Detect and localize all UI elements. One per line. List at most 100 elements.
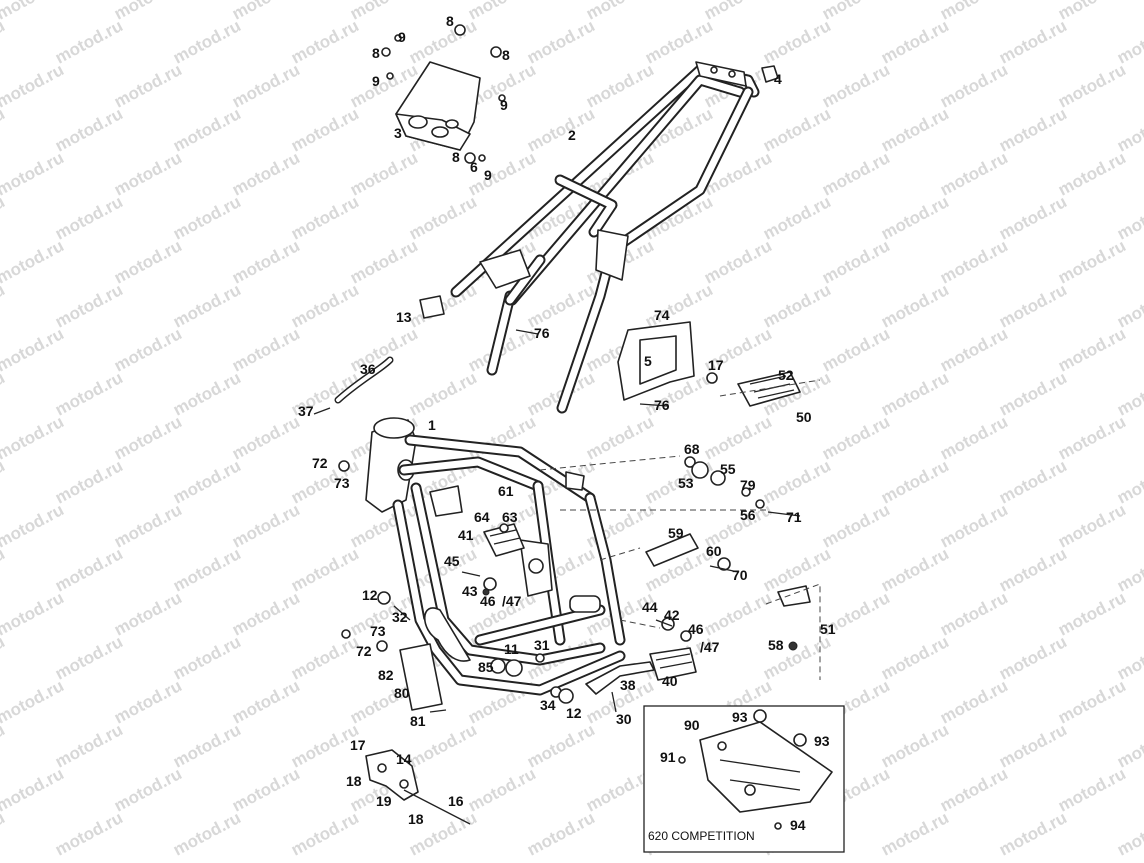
callout-c37: 37 xyxy=(298,403,314,419)
callout-c81: 81 xyxy=(410,713,426,729)
watermark-text: motod.ru xyxy=(937,412,1011,463)
watermark-text: motod.ru xyxy=(937,852,1011,858)
watermark-text: motod.ru xyxy=(111,852,185,858)
callout-c6: 6 xyxy=(470,159,478,175)
callout-c93b: 93 xyxy=(814,733,830,749)
watermark-text: motod.ru xyxy=(878,192,952,243)
heel-guard-bracket xyxy=(617,321,695,401)
watermark-text: motod.ru xyxy=(1055,236,1129,287)
watermark-text: motod.ru xyxy=(996,368,1070,419)
watermark-text: motod.ru xyxy=(52,192,126,243)
footpeg-pad xyxy=(719,371,821,407)
callout-c76b: 76 xyxy=(654,397,670,413)
watermark-text: motod.ru xyxy=(229,852,303,858)
watermark-text: motod.ru xyxy=(0,148,67,199)
watermark-text: motod.ru xyxy=(229,236,303,287)
watermark-text: motod.ru xyxy=(1055,500,1129,551)
callout-c85: 85 xyxy=(478,659,494,675)
callout-c58: 58 xyxy=(768,637,784,653)
callout-c73b: 73 xyxy=(370,623,386,639)
watermark-text: motod.ru xyxy=(465,764,539,815)
watermark-text: motod.ru xyxy=(819,236,893,287)
watermark-text: motod.ru xyxy=(878,720,952,771)
callout-c59: 59 xyxy=(668,525,684,541)
watermark-text: motod.ru xyxy=(0,192,8,243)
watermark-text: motod.ru xyxy=(819,148,893,199)
callout-c73a: 73 xyxy=(334,475,350,491)
watermark-text: motod.ru xyxy=(170,632,244,683)
watermark-text: motod.ru xyxy=(288,544,362,595)
watermark-text: motod.ru xyxy=(996,192,1070,243)
callout-c17b: 17 xyxy=(708,357,724,373)
callout-c91: 91 xyxy=(660,749,676,765)
watermark-text: motod.ru xyxy=(1055,676,1129,727)
watermark-text: motod.ru xyxy=(0,720,8,771)
watermark-text: motod.ru xyxy=(52,808,126,858)
callout-c12b: 12 xyxy=(566,705,582,721)
watermark-text: motod.ru xyxy=(229,0,303,24)
watermark-text: motod.ru xyxy=(0,236,67,287)
callout-c45: 45 xyxy=(444,553,460,569)
watermark-text: motod.ru xyxy=(170,456,244,507)
watermark-text: motod.ru xyxy=(111,60,185,111)
callout-c3: 3 xyxy=(394,125,402,141)
watermark-text: motod.ru xyxy=(524,16,598,67)
watermark-text: motod.ru xyxy=(878,544,952,595)
watermark-text: motod.ru xyxy=(937,764,1011,815)
inset-title: 620 COMPETITION xyxy=(648,829,755,843)
watermark-text: motod.ru xyxy=(878,456,952,507)
watermark-text: motod.ru xyxy=(406,368,480,419)
watermark-text: motod.ru xyxy=(288,104,362,155)
lower-bracket xyxy=(365,749,471,825)
callout-c52: 52 xyxy=(778,367,794,383)
callout-c72a: 72 xyxy=(312,455,328,471)
watermark-text: motod.ru xyxy=(701,0,775,24)
watermark-text: motod.ru xyxy=(170,720,244,771)
watermark-text: motod.ru xyxy=(0,0,67,24)
callout-c11: 11 xyxy=(504,641,519,657)
callout-c53: 53 xyxy=(678,475,694,491)
callout-c2: 2 xyxy=(568,127,576,143)
watermark-text: motod.ru xyxy=(111,148,185,199)
watermark-text: motod.ru xyxy=(52,104,126,155)
callout-c46b: 46 xyxy=(688,621,704,637)
watermark-text: motod.ru xyxy=(996,632,1070,683)
watermark-text: motod.ru xyxy=(1055,324,1129,375)
watermark-text: motod.ru xyxy=(0,368,8,419)
watermark-text: motod.ru xyxy=(937,148,1011,199)
callout-c61: 61 xyxy=(498,483,514,499)
watermark-text: motod.ru xyxy=(819,324,893,375)
callout-c41: 41 xyxy=(458,527,474,543)
watermark-text: motod.ru xyxy=(0,500,67,551)
watermark-text: motod.ru xyxy=(819,852,893,858)
watermark-text: motod.ru xyxy=(1114,544,1144,595)
watermark-text: motod.ru xyxy=(229,148,303,199)
watermark-text: motod.ru xyxy=(937,500,1011,551)
watermark-text: motod.ru xyxy=(701,588,775,639)
watermark-text: motod.ru xyxy=(760,192,834,243)
callout-c9d: 9 xyxy=(484,167,492,183)
watermark-text: motod.ru xyxy=(937,588,1011,639)
callout-c42: 42 xyxy=(664,607,680,623)
watermark-text: motod.ru xyxy=(0,764,67,815)
watermark-text: motod.ru xyxy=(1055,588,1129,639)
callout-c68: 68 xyxy=(684,441,700,457)
callout-c16: 16 xyxy=(448,793,464,809)
watermark-text: motod.ru xyxy=(996,720,1070,771)
watermark-text: motod.ru xyxy=(52,632,126,683)
callout-c70: 70 xyxy=(732,567,748,583)
watermark-text: motod.ru xyxy=(937,236,1011,287)
watermark-text: motod.ru xyxy=(0,324,67,375)
watermark-text: motod.ru xyxy=(583,0,657,24)
callout-c9b: 9 xyxy=(372,73,380,89)
watermark-text: motod.ru xyxy=(878,16,952,67)
watermark-text: motod.ru xyxy=(0,280,8,331)
watermark-text: motod.ru xyxy=(111,676,185,727)
watermark-text: motod.ru xyxy=(347,236,421,287)
watermark-text: motod.ru xyxy=(170,104,244,155)
watermark-text: motod.ru xyxy=(0,60,67,111)
callout-c36: 36 xyxy=(360,361,376,377)
watermark-text: motod.ru xyxy=(0,104,8,155)
callout-c55: 55 xyxy=(720,461,736,477)
